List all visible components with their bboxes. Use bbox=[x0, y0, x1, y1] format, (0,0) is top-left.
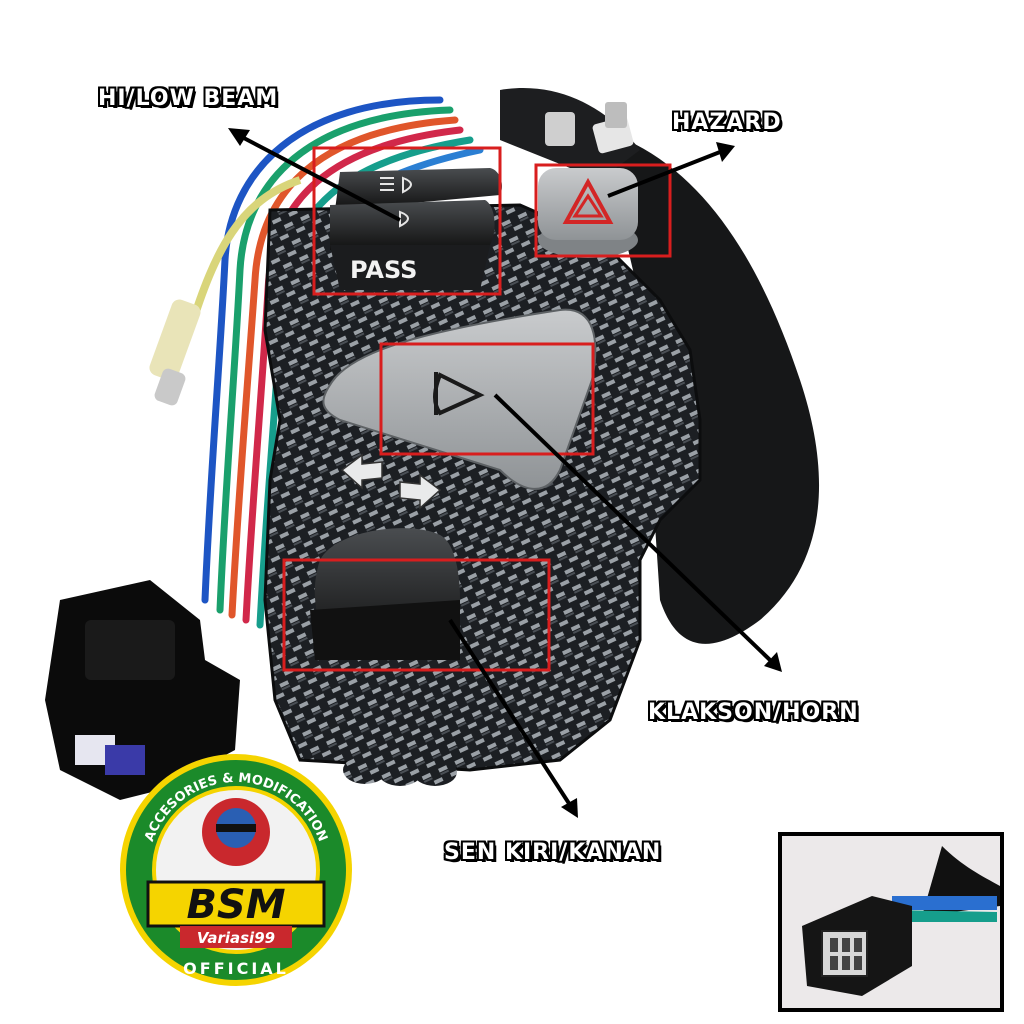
label-signal: SEN KIRI/KANAN bbox=[444, 840, 662, 865]
turn-signal-arrows bbox=[340, 453, 442, 510]
highlight-hazard bbox=[534, 163, 672, 258]
label-hazard: HAZARD bbox=[672, 110, 782, 135]
pass-label: PASS bbox=[350, 256, 418, 284]
connector-plug bbox=[45, 580, 240, 800]
connector-inset bbox=[778, 832, 1004, 1012]
pointer-arrows bbox=[228, 128, 782, 818]
logo-bottom: OFFICIAL bbox=[183, 959, 289, 978]
beam-switch bbox=[330, 168, 502, 290]
highlight-beam bbox=[312, 146, 502, 296]
highlight-signal bbox=[282, 558, 551, 672]
highlight-horn bbox=[379, 342, 595, 456]
horn-button bbox=[322, 308, 597, 490]
hazard-button bbox=[538, 168, 638, 258]
turn-signal-switch bbox=[310, 528, 460, 660]
label-beam: HI/LOW BEAM bbox=[98, 86, 279, 111]
label-horn: KLAKSON/HORN bbox=[648, 700, 859, 725]
logo-sub: Variasi99 bbox=[197, 929, 275, 947]
brand-logo: ACCESORIES & MODIFICATION BSM Variasi99 … bbox=[118, 752, 354, 988]
logo-brand: BSM bbox=[186, 882, 285, 928]
